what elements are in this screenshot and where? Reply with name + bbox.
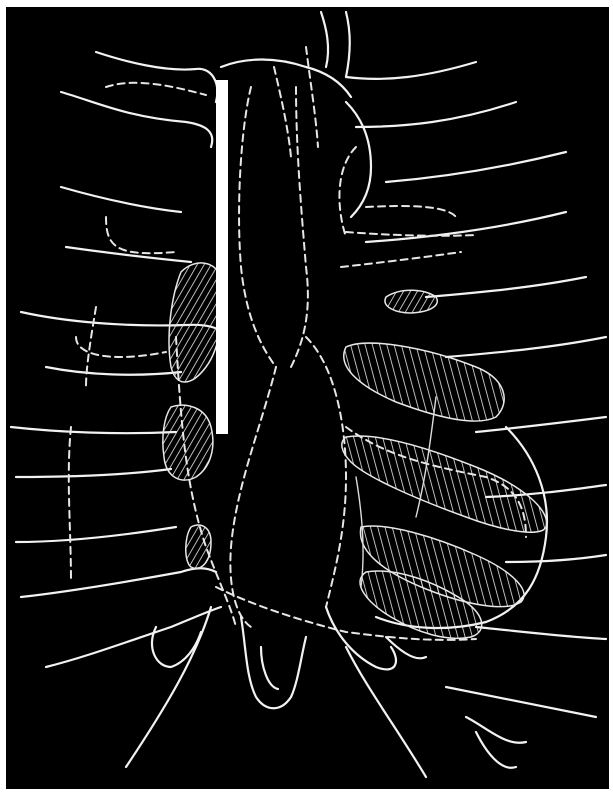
rib-l1 <box>346 62 476 79</box>
stomach-inner <box>261 647 278 689</box>
rib-r2 <box>61 92 212 147</box>
hatch-region-8 <box>385 290 437 313</box>
hatch-region-5 <box>342 436 547 532</box>
rib-l9 <box>506 555 606 562</box>
spine-left <box>126 607 211 767</box>
rib-r4 <box>66 247 191 262</box>
rib-r1 <box>96 52 217 102</box>
right-hemidiaphragm-branch <box>466 717 526 743</box>
tracing-svg <box>6 7 609 789</box>
rib-l4 <box>366 212 566 242</box>
rib-r3 <box>61 187 181 212</box>
vessel-branch-1 <box>356 477 363 587</box>
aorta-right-border <box>291 87 308 367</box>
rib-r-posterior-2 <box>106 217 176 253</box>
bowel-curve-1 <box>326 607 396 669</box>
white-marker-bar <box>216 80 228 434</box>
right-hemidiaphragm-branch-2 <box>476 732 516 768</box>
rib-l-posterior-2 <box>341 252 461 267</box>
chest-radiograph-tracing <box>6 7 609 789</box>
rib-l11 <box>446 687 596 717</box>
left-hilum <box>339 147 356 237</box>
neck-vessel-2 <box>346 12 350 77</box>
stomach-left <box>241 617 306 708</box>
pulmonary-artery <box>346 102 371 217</box>
mediastinum-outline <box>176 12 547 640</box>
spine-right <box>346 647 426 777</box>
hatch-region-1 <box>169 263 223 382</box>
rib-l10 <box>476 627 606 639</box>
rib-r10 <box>21 568 216 597</box>
rib-r-posterior-4 <box>69 427 71 582</box>
rib-r7 <box>11 427 176 433</box>
rib-r-posterior-1 <box>106 83 206 95</box>
descending-aorta-right <box>306 337 346 607</box>
hatch-region-3 <box>186 525 211 568</box>
aorta-left-border <box>239 87 276 367</box>
rib-l7 <box>476 417 606 432</box>
rib-l3 <box>386 152 566 182</box>
liver-curve <box>152 627 201 667</box>
rib-l5 <box>426 277 586 297</box>
trachea-left <box>274 67 291 157</box>
aortic-arch <box>221 60 351 98</box>
rib-l6 <box>446 337 606 357</box>
neck-vessel-1 <box>321 12 328 67</box>
rib-r11 <box>46 607 221 667</box>
trachea-right <box>306 47 318 147</box>
rib-r6 <box>46 367 181 375</box>
rib-r-posterior-5 <box>86 307 96 387</box>
rib-r8 <box>16 469 171 477</box>
rib-l-posterior-3 <box>366 206 456 217</box>
rib-l2 <box>356 102 516 127</box>
hatch-region-2 <box>163 405 213 480</box>
rib-r9 <box>16 527 176 542</box>
descending-aorta <box>230 367 276 627</box>
